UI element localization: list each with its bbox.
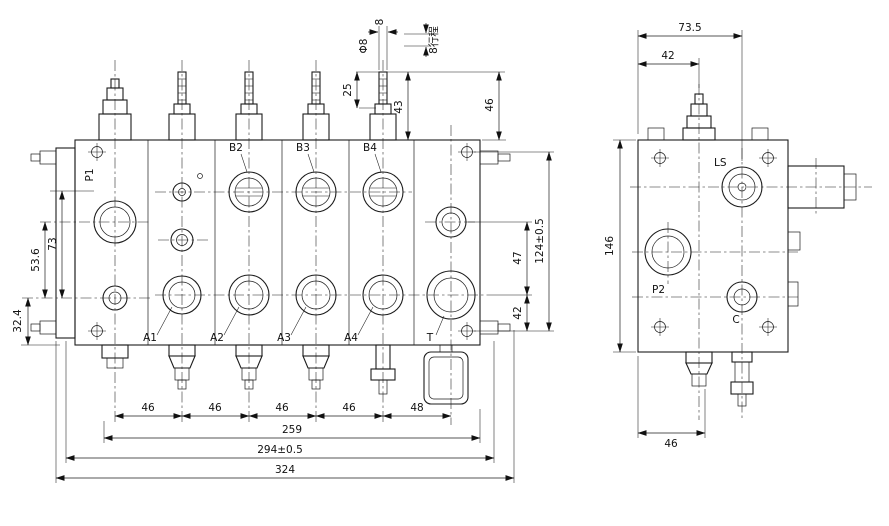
t-port-bore <box>426 270 476 320</box>
stem-2 <box>235 71 263 141</box>
valve-body <box>30 139 511 346</box>
end-cover-box <box>423 351 469 405</box>
side-main-body <box>637 139 789 353</box>
a1-port-bore <box>162 275 202 315</box>
c-port-bore <box>726 281 758 313</box>
port-label-a2: A2 <box>210 332 224 344</box>
a4-port-bore <box>362 274 404 316</box>
dim-47: 47 <box>512 251 524 264</box>
a2-port-bore <box>228 274 270 316</box>
side-view: LS P2 C 73.5 42 146 46 <box>604 22 872 450</box>
b3-port-bore <box>295 171 337 213</box>
dim-pitch-4: 46 <box>342 402 356 414</box>
dim-146: 146 <box>604 236 616 256</box>
stem-3 <box>302 71 330 141</box>
side-port-bores <box>644 166 763 313</box>
a3-port-bore <box>295 274 337 316</box>
b2-port-bore <box>228 171 270 213</box>
inlet-relief-valve <box>98 78 132 141</box>
port-label-b4: B4 <box>363 142 377 154</box>
dim-pitch-1: 46 <box>141 402 155 414</box>
dim-32-4: 32.4 <box>12 309 24 333</box>
front-dimensions: 46 46 46 46 48 259 294±0.5 324 73 53.6 <box>12 19 554 483</box>
spool-stems <box>168 71 397 141</box>
port-label-c: C <box>732 314 739 326</box>
stem-1 <box>168 71 196 141</box>
dim-pitch-2: 46 <box>208 402 222 414</box>
port-label-p2: P2 <box>652 284 665 296</box>
side-dimensions: 73.5 42 146 46 <box>604 22 743 450</box>
port-label-a1: A1 <box>143 332 157 344</box>
side-body <box>637 93 857 407</box>
dim-259: 259 <box>282 424 302 436</box>
front-port-labels: P1 B2 B3 B4 A1 A2 A3 A4 T <box>84 142 445 344</box>
p1-port-bore <box>93 200 137 244</box>
front-bottom-fittings <box>101 344 469 405</box>
dim-43: 43 <box>393 100 405 113</box>
dim-124: 124±0.5 <box>534 218 546 264</box>
port-label-a4: A4 <box>344 332 358 344</box>
dim-8: 8 <box>374 19 386 26</box>
front-mounting-holes <box>88 143 476 340</box>
ls-port-bore <box>721 166 763 208</box>
port-label-ls: LS <box>714 157 727 169</box>
front-view: P1 B2 B3 B4 A1 A2 A3 A4 T 46 <box>12 19 554 483</box>
b4-port-bore <box>362 171 404 213</box>
dim-294: 294±0.5 <box>257 444 303 456</box>
port-label-p1: P1 <box>84 168 96 181</box>
port-label-t: T <box>426 332 434 344</box>
dim-73: 73 <box>47 237 59 250</box>
dim-73-5: 73.5 <box>678 22 701 34</box>
port-label-b3: B3 <box>296 142 310 154</box>
dim-42-side: 42 <box>661 50 674 62</box>
dim-25: 25 <box>342 83 354 96</box>
dim-46-side: 46 <box>664 438 678 450</box>
p2-port-bore <box>644 228 692 276</box>
side-port-labels: LS P2 C <box>652 157 740 326</box>
front-port-bores <box>93 171 476 320</box>
dim-pitch-3: 46 <box>275 402 289 414</box>
dim-dia8: Φ8 <box>358 39 370 54</box>
main-body <box>74 139 481 346</box>
dim-53-6: 53.6 <box>30 248 42 272</box>
side-mounting-holes <box>651 149 777 336</box>
dim-pitch-5: 48 <box>410 402 423 414</box>
dim-42-right: 42 <box>512 306 524 319</box>
side-centerlines <box>630 84 872 420</box>
left-end-cap <box>55 147 76 339</box>
dim-324: 324 <box>275 464 295 476</box>
dim-46-top: 46 <box>484 98 496 112</box>
dim-stroke8: 8行程 <box>427 26 440 54</box>
front-centerlines <box>22 60 487 425</box>
port-label-b2: B2 <box>229 142 243 154</box>
port-label-a3: A3 <box>277 332 291 344</box>
